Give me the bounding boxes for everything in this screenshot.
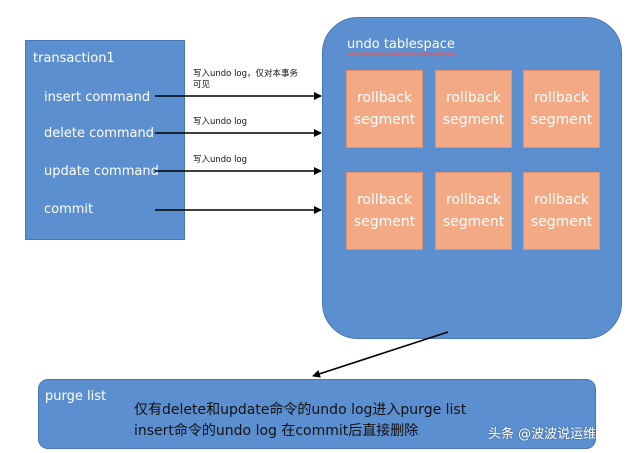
watermark: 头条 @波波说运维 — [488, 427, 597, 442]
commit-label: commit — [44, 202, 94, 217]
insert-command-label: insert command — [44, 90, 151, 105]
update-annotation: 写入undo log — [193, 155, 248, 165]
transaction-title: transaction1 — [33, 51, 115, 66]
undo-tablespace-box: undo tablespace rollback segment rollbac… — [322, 17, 622, 339]
insert-annotation: 写入undo log，仅对本事务 可见 — [193, 69, 299, 90]
rollback-segment: rollback segment — [523, 70, 600, 148]
transaction-box: transaction1 insert command delete comma… — [25, 40, 185, 240]
purge-list-title: purge list — [45, 389, 107, 404]
purge-list-box: purge list — [38, 379, 596, 449]
rollback-segment: rollback segment — [346, 172, 423, 250]
update-command-label: update command — [44, 164, 159, 179]
purge-line-2: insert命令的undo log 在commit后直接删除 — [134, 423, 419, 439]
rollback-segment: rollback segment — [435, 70, 512, 148]
rollback-segment: rollback segment — [435, 172, 512, 250]
purge-arrow — [312, 331, 449, 378]
delete-annotation: 写入undo log — [193, 117, 248, 127]
purge-line-1: 仅有delete和update命令的undo log进入purge list — [134, 402, 467, 418]
delete-command-label: delete command — [44, 126, 154, 141]
rollback-segment: rollback segment — [346, 70, 423, 148]
rollback-segment: rollback segment — [523, 172, 600, 250]
tablespace-title: undo tablespace — [347, 37, 455, 52]
